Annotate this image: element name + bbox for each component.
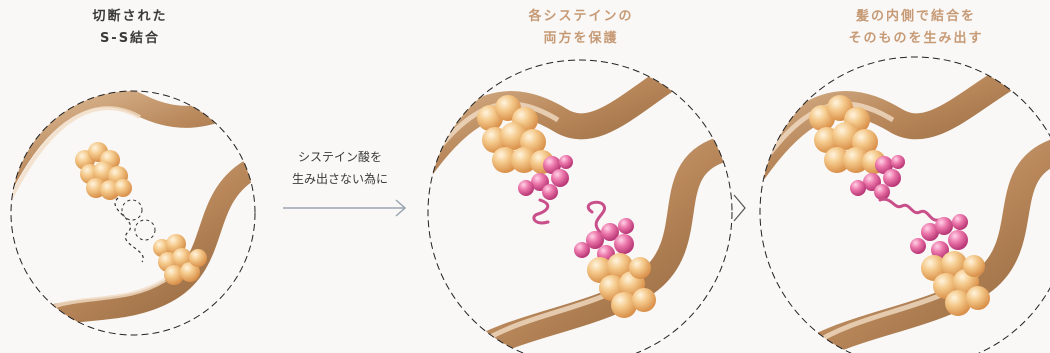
- step-chevron-icon: [733, 194, 746, 222]
- panel2-title-line1: 各システインの: [528, 9, 634, 24]
- panel3-scene: [760, 57, 1050, 353]
- process-arrow: [283, 199, 407, 217]
- panel3-cluster-top-orange: [809, 95, 886, 174]
- panel1-cluster-bottom: [153, 234, 207, 285]
- panel3-cluster-bottom-orange: [921, 251, 990, 316]
- panel2-title: 各システインの 両方を保護: [476, 6, 686, 50]
- panel1-cluster-top: [75, 142, 132, 200]
- panel2-scene: [428, 60, 732, 353]
- panel2-cluster-top-pink: [518, 155, 573, 200]
- panel1-broken-bond: [114, 197, 144, 263]
- panel3-circle: [759, 56, 1050, 353]
- panel1-scene: [11, 91, 255, 335]
- panel1-title: 切断された S-S結合: [40, 6, 220, 50]
- panel3-new-bond: [878, 197, 940, 222]
- panel1-title-line2: S-S結合: [99, 31, 161, 46]
- middle-caption: システイン酸を 生み出さない為に: [270, 146, 410, 190]
- panel2-cluster-bottom-orange: [587, 253, 656, 318]
- middle-caption-line1: システイン酸を: [297, 150, 382, 164]
- panel3-cluster-top-pink: [850, 155, 905, 200]
- panel3-title: 髪の内側で結合を そのものを生み出す: [796, 6, 1036, 50]
- panel3-ribbon-top: [760, 57, 1050, 183]
- panel2-sulfur-right: [586, 200, 606, 234]
- panel1-title-line1: 切断された: [92, 9, 168, 24]
- panel1-ribbon-top: [11, 91, 255, 201]
- panel2-circle: [427, 59, 733, 353]
- panel3-cluster-bottom-pink: [910, 214, 968, 259]
- panel2-ribbon-bottom: [447, 137, 732, 353]
- panel3-title-line2: そのものを生み出す: [848, 31, 984, 46]
- middle-caption-line2: 生み出さない為に: [291, 172, 388, 186]
- panel2-ribbon-top: [428, 60, 713, 183]
- panel1-circle: [10, 90, 256, 336]
- panel2-sulfur-left: [532, 198, 550, 225]
- panel3-ribbon-bottom: [782, 137, 1050, 353]
- panel2-title-line2: 両方を保護: [543, 31, 619, 46]
- panel3-title-line1: 髪の内側で結合を: [855, 9, 976, 24]
